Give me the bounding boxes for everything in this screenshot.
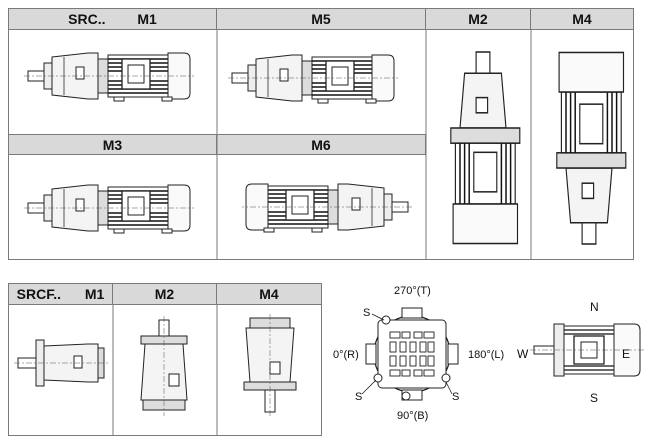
position-label-m1: M1 (137, 11, 157, 27)
header-src-m2: M2 (426, 9, 531, 30)
direction-west: W (517, 347, 529, 361)
header-src-m5: M5 (217, 9, 426, 30)
flange-motor-m4-drawing (243, 314, 297, 418)
terminal-position-bottom: 90°(B) (397, 410, 428, 422)
header-srcf-m2: M2 (113, 284, 217, 305)
position-label-m2: M2 (468, 11, 488, 27)
direction-south: S (590, 391, 598, 405)
s-marker-bottom-right: S (452, 391, 459, 403)
s-marker-bottom-left: S (355, 391, 362, 403)
position-label-m3: M3 (102, 137, 123, 153)
position-label-srcf-m2: M2 (154, 286, 175, 302)
terminal-position-left: 0°(R) (333, 349, 359, 361)
header-srcf-m1: SRCF.. M1 (9, 284, 113, 305)
flange-motor-m1-drawing (14, 339, 110, 387)
terminal-position-right: 180°(L) (468, 349, 504, 361)
header-srcf-m4: M4 (217, 284, 321, 305)
direction-east: E (622, 347, 630, 361)
flange-motor-m2-drawing (140, 316, 188, 416)
position-label-srcf-m4: M4 (259, 286, 279, 302)
header-src-m6: M6 (217, 134, 426, 155)
position-label-m4: M4 (572, 11, 592, 27)
terminal-position-top: 270°(T) (394, 285, 431, 297)
position-label-m5: M5 (311, 11, 331, 27)
position-label-m6: M6 (311, 137, 331, 153)
position-label-srcf-m1: M1 (84, 286, 105, 302)
header-src-m3: M3 (9, 134, 217, 155)
header-src-m1: SRC.. M1 (9, 9, 217, 30)
direction-north: N (590, 300, 599, 314)
header-src-m4: M4 (531, 9, 633, 30)
s-marker-top-left: S (363, 307, 370, 319)
series-label-srcf: SRCF.. (16, 286, 61, 302)
series-label-src: SRC.. (68, 11, 106, 27)
